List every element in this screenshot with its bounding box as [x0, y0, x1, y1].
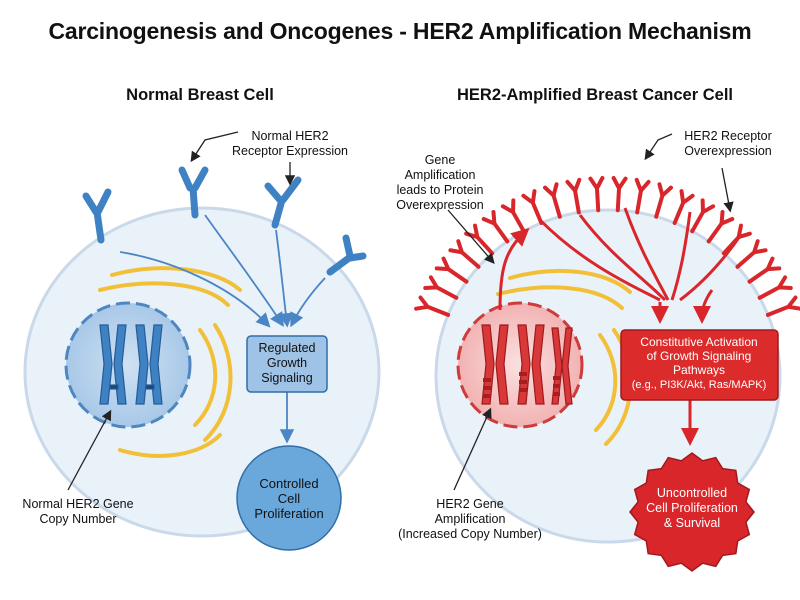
gene-label-line: Amplification — [435, 512, 506, 526]
left-receptor-label: Normal HER2 Receptor Expression — [232, 129, 348, 158]
signal-box-line: Pathways — [673, 363, 725, 377]
her2-receptor-icon — [434, 256, 469, 284]
her2-receptor-icon — [565, 177, 582, 215]
left-gene-label: Normal HER2 Gene Copy Number — [22, 497, 133, 526]
signal-box-line: (e.g., PI3K/Akt, Ras/MAPK) — [632, 379, 767, 391]
controlled-proliferation-text: Controlled Cell Proliferation — [254, 476, 323, 521]
gene-label-line: HER2 Gene — [436, 497, 503, 511]
her2-receptor-icon — [543, 182, 562, 219]
amplification-label-line: Amplification — [405, 168, 476, 182]
signal-box-line: Constitutive Activation — [640, 335, 757, 349]
receptor-label-line: HER2 Receptor — [684, 129, 772, 143]
her2-receptor-icon — [500, 198, 526, 234]
her2-receptor-icon — [448, 239, 481, 269]
signal-box-line: Regulated — [259, 341, 316, 355]
signal-box-line: Signaling — [261, 371, 312, 385]
her2-receptor-icon — [765, 295, 800, 317]
signal-arrow — [119, 214, 326, 444]
her2-receptor-icon — [634, 177, 651, 215]
her2-receptor-icon — [706, 209, 735, 244]
her2-receptor-icon — [735, 239, 768, 269]
outcome-line: Proliferation — [254, 506, 323, 521]
outcome-line: Cell Proliferation — [646, 501, 738, 515]
her2-receptor-icon — [423, 275, 459, 300]
amplified-chromosome-icon — [481, 324, 573, 405]
amplification-label-line: Overexpression — [396, 198, 484, 212]
her2-receptor-icon — [414, 295, 451, 317]
cancer-cell — [414, 133, 800, 572]
her2-receptor-icon — [82, 166, 367, 276]
endoplasmic-reticulum — [98, 266, 242, 458]
amplification-label-line: Gene — [425, 153, 456, 167]
her2-receptor-icon — [757, 275, 793, 300]
normal-cell — [23, 131, 381, 551]
her2-receptor-icon — [747, 256, 782, 284]
receptor-label-line: Normal HER2 — [251, 129, 328, 143]
uncontrolled-proliferation-burst — [629, 452, 755, 572]
constitutive-activation-box — [620, 329, 779, 401]
gene-label-line: Normal HER2 Gene — [22, 497, 133, 511]
receptor-label-line: Overexpression — [684, 144, 772, 158]
right-receptor-label: HER2 Receptor Overexpression — [684, 129, 772, 158]
overexpressed-receptors — [414, 175, 800, 317]
gene-label-line: (Increased Copy Number) — [398, 527, 542, 541]
gene-label-line: Copy Number — [39, 512, 116, 526]
outcome-line: Cell — [278, 491, 301, 506]
nucleus — [64, 301, 192, 429]
her2-receptor-icon — [588, 175, 605, 213]
pointer-line — [67, 131, 296, 491]
chromosome-icon — [99, 324, 163, 405]
diagram-title: Carcinogenesis and Oncogenes - HER2 Ampl… — [48, 18, 752, 44]
signal-box-line: of Growth Signaling — [647, 349, 752, 363]
signal-arrow — [498, 207, 742, 446]
uncontrolled-proliferation-text: Uncontrolled Cell Proliferation & Surviv… — [646, 486, 738, 530]
outcome-line: Uncontrolled — [657, 486, 727, 500]
her2-receptor-icon — [654, 182, 673, 219]
her2-receptor-icon — [672, 189, 695, 225]
controlled-proliferation-circle — [236, 445, 342, 551]
her2-receptor-icon — [690, 198, 716, 234]
amplification-label: Gene Amplification leads to Protein Over… — [396, 153, 484, 212]
her2-receptor-icon — [464, 223, 495, 256]
her2-receptor-icon — [521, 189, 544, 225]
amplification-label-line: leads to Protein — [397, 183, 484, 197]
signal-box-line: Growth — [267, 356, 307, 370]
receptor-label-line: Receptor Expression — [232, 144, 348, 158]
regulated-signaling-text: Regulated Growth Signaling — [259, 341, 316, 385]
her2-receptor-icon — [481, 209, 510, 244]
outcome-line: & Survival — [664, 516, 720, 530]
regulated-signaling-box — [246, 335, 328, 393]
right-panel-title: HER2-Amplified Breast Cancer Cell — [457, 86, 733, 104]
right-gene-label: HER2 Gene Amplification (Increased Copy … — [398, 497, 542, 541]
outcome-line: Controlled — [259, 476, 318, 491]
left-panel-title: Normal Breast Cell — [126, 86, 274, 104]
her2-receptor-icon — [611, 175, 628, 213]
pointer-line — [447, 133, 734, 491]
constitutive-activation-text: Constitutive Activation of Growth Signal… — [632, 335, 767, 391]
gene-amplification-band — [483, 372, 560, 398]
